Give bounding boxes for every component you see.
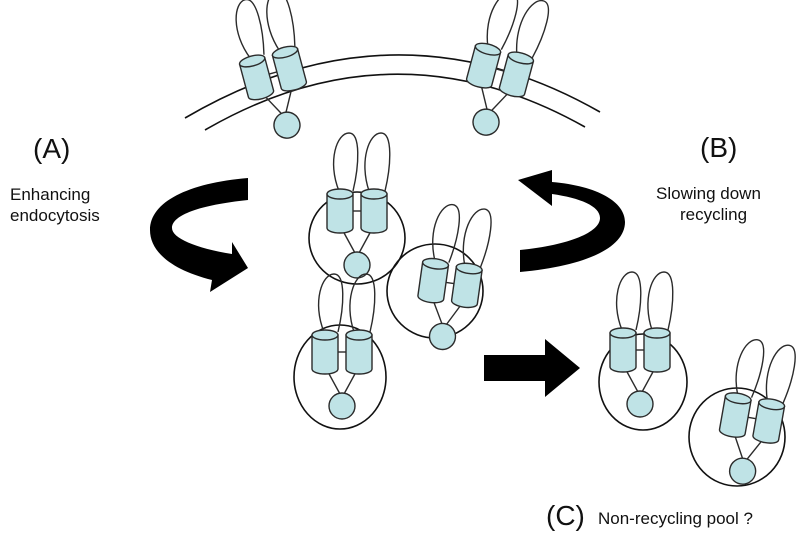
label-c-text: Non-recycling pool ?: [598, 509, 753, 528]
label-c-letter: (C): [546, 500, 585, 531]
surface-receptor-left: [223, 0, 323, 147]
to-pool-arrow: [484, 339, 580, 397]
surface-receptor-right: [452, 0, 553, 144]
label-b-letter: (B): [700, 132, 737, 163]
endocytosis-arrow: [150, 178, 248, 292]
endosome-receptor-middle: [410, 200, 495, 355]
pool-receptor-left: [609, 271, 674, 418]
label-b-line2: recycling: [680, 205, 747, 224]
pool-endosome-left: [598, 333, 688, 431]
label-b-line1: Slowing down: [656, 184, 761, 203]
label-a-line1: Enhancing: [10, 185, 90, 204]
label-a-line2: endocytosis: [10, 206, 100, 225]
endosome-receptor-bottom: [311, 273, 376, 420]
endosome-receptor-top: [326, 132, 391, 279]
label-a-letter: (A): [33, 133, 70, 164]
pool-receptor-right: [710, 335, 799, 491]
membrane-outer-line: [184, 54, 601, 119]
endosome-top: [308, 191, 406, 285]
recycling-arrow: [518, 170, 625, 272]
membrane-inner-line: [204, 73, 586, 131]
